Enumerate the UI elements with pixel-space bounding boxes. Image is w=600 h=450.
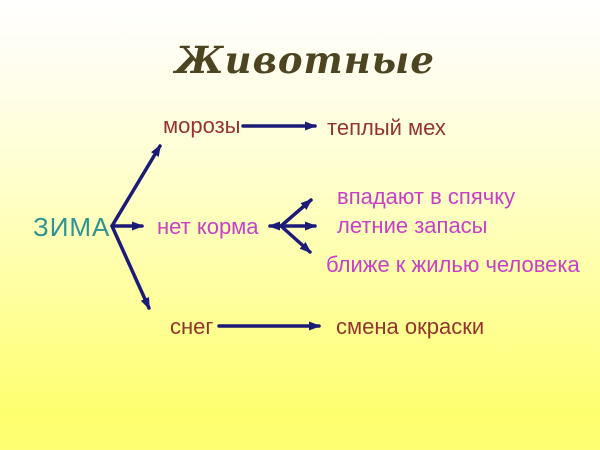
node-zima: ЗИМА xyxy=(33,212,111,242)
arrow-zima-to-sneg xyxy=(110,224,151,310)
slide-title: Животные xyxy=(175,38,435,82)
arrow-fork-to-spyachku xyxy=(279,198,313,228)
node-smena-okraski: смена окраски xyxy=(336,314,485,339)
node-vpadayut-v-spyachku: впадают в спячку xyxy=(337,184,516,209)
node-morozy: морозы xyxy=(163,113,241,138)
node-sneg: снег xyxy=(170,314,214,339)
node-blizhe-k-zhilyu: ближе к жилью человека xyxy=(326,252,580,277)
node-net-korma: нет корма xyxy=(157,214,259,239)
node-teplyy-mekh: теплый мех xyxy=(327,115,446,140)
node-letnie-zapasy: летние запасы xyxy=(337,213,488,238)
arrow-zima-to-morozy xyxy=(110,144,162,228)
arrow-fork-to-zhilyu xyxy=(279,224,312,254)
